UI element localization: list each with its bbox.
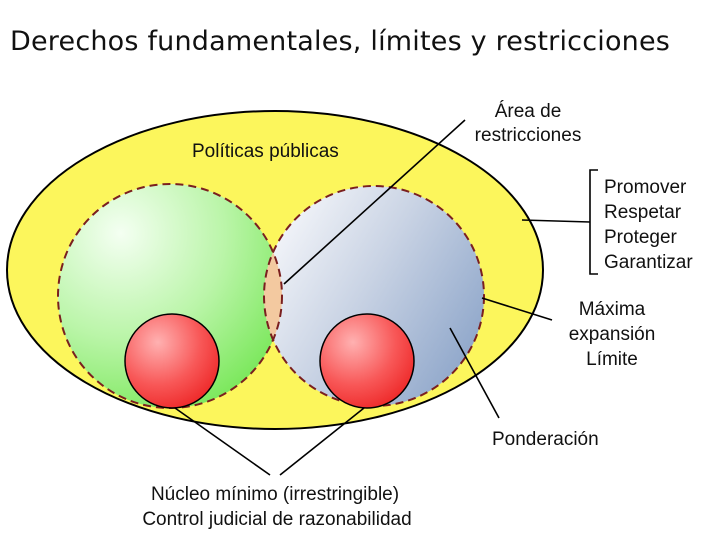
maximum-label: Máxima (579, 299, 646, 320)
left-rights-circle (58, 184, 282, 408)
limit-label: Límite (586, 349, 638, 370)
right-minimum-core (319, 313, 415, 409)
guarantee-label: Garantizar (604, 252, 693, 273)
left-core-pointer (174, 407, 271, 476)
slide-title: Derechos fundamentales, límites y restri… (10, 26, 671, 57)
promote-pointer (521, 219, 591, 223)
ponderation-label: Ponderación (492, 429, 599, 450)
right-core-pointer (279, 407, 365, 476)
minimum-core-label: Núcleo mínimo (irrestringible) (151, 484, 399, 505)
restrictions-area-label-1: Área de (495, 101, 562, 122)
ponderation-pointer (449, 327, 500, 419)
protect-label: Proteger (604, 227, 678, 248)
expansion-label: expansión (569, 324, 656, 345)
left-minimum-core (124, 313, 220, 409)
restrictions-pointer (283, 119, 466, 285)
restrictions-area-label-2: restricciones (475, 125, 582, 146)
respect-label: Respetar (604, 202, 682, 223)
promote-bracket (589, 169, 598, 275)
public-policy-label: Políticas públicas (192, 141, 339, 162)
judicial-control-label: Control judicial de razonabilidad (142, 509, 411, 530)
promote-label: Promover (604, 177, 687, 198)
right-rights-circle (264, 186, 484, 406)
maximum-expansion-pointer (481, 297, 553, 321)
